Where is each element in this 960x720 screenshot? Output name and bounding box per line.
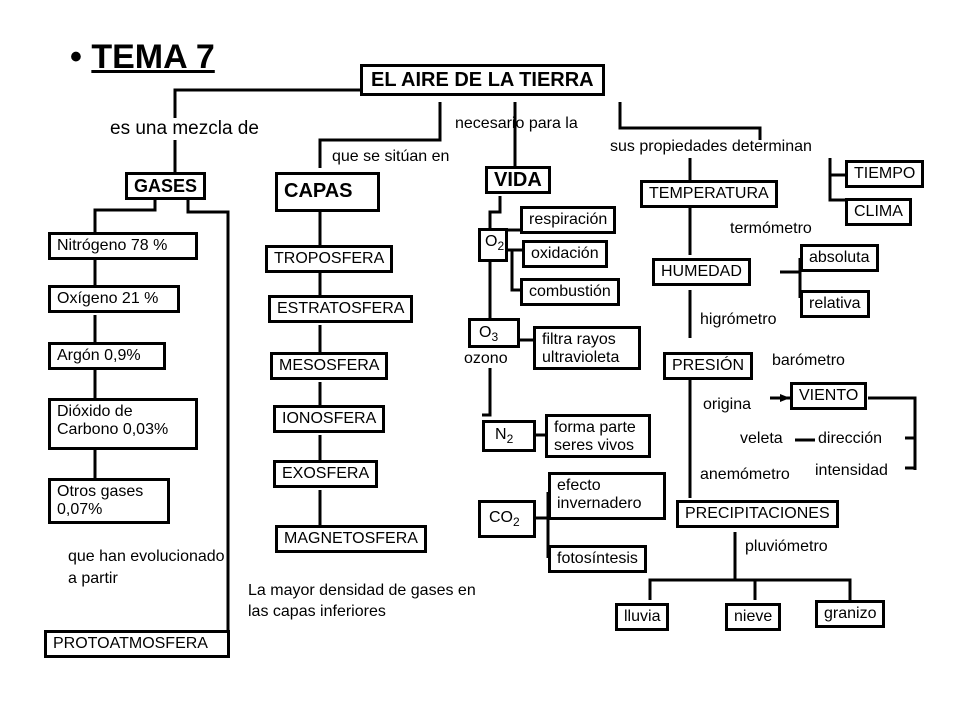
page-title: • TEMA 7 (70, 38, 215, 77)
humedad-relativa: relativa (800, 290, 870, 318)
capas-node: CAPAS (275, 172, 380, 212)
o3-node: O3 (468, 318, 520, 348)
temperatura-node: TEMPERATURA (640, 180, 778, 208)
n2-use-1: forma parte (554, 419, 636, 436)
link-propiedades: sus propiedades determinan (610, 138, 812, 155)
capa-mesosfera: MESOSFERA (270, 352, 389, 380)
co2-use-1a: efecto (557, 477, 601, 494)
origina-label: origina (703, 396, 752, 413)
gas-argon: Argón 0,9% (48, 342, 166, 370)
co2-use-1b: invernadero (557, 495, 642, 512)
o3-use-1: filtra rayos (542, 331, 616, 348)
n2-node: N2 (482, 420, 536, 452)
title-text: TEMA 7 (91, 38, 215, 76)
presion-node: PRESIÓN (663, 352, 754, 380)
pluviometro-label: pluviómetro (745, 538, 828, 555)
gas-otros: Otros gases 0,07% (48, 478, 170, 524)
protoatmosfera-node: PROTOATMOSFERA (44, 630, 230, 658)
n2-symbol: N (495, 426, 507, 443)
precipitaciones-node: PRECIPITACIONES (676, 500, 839, 528)
o3-symbol: O (479, 324, 492, 341)
gas-dioxido-carbono: Dióxido de Carbono 0,03% (48, 398, 198, 450)
co2-efecto-invernadero: efecto invernadero (548, 472, 666, 520)
otros-line-1: Otros gases (57, 483, 144, 500)
o2-sub: 2 (497, 239, 505, 254)
co2-line-2: Carbono 0,03% (57, 421, 169, 438)
humedad-absoluta: absoluta (800, 244, 879, 272)
otros-line-2: 0,07% (57, 501, 103, 518)
link-mezcla: es una mezcla de (110, 118, 259, 139)
tiempo-node: TIEMPO (845, 160, 925, 188)
barometro-label: barómetro (772, 352, 845, 369)
o2-oxidacion: oxidación (522, 240, 608, 268)
gases-node: GASES (125, 172, 207, 200)
n2-sub: 2 (506, 432, 514, 447)
arrow-head-viento (780, 394, 790, 402)
co2-fotosintesis: fotosíntesis (548, 545, 647, 573)
gas-nitrogeno: Nitrógeno 78 % (48, 232, 198, 260)
capa-estratosfera: ESTRATOSFERA (268, 295, 414, 323)
gas-oxigeno: Oxígeno 21 % (48, 285, 180, 313)
bullet: • (70, 38, 82, 76)
intensidad-label: intensidad (815, 462, 888, 479)
anemometro-label: anemómetro (700, 466, 790, 483)
o3-sub: 3 (491, 330, 499, 345)
o3-filtra: filtra rayos ultravioleta (533, 326, 641, 370)
o2-node: O2 (478, 228, 508, 262)
viento-node: VIENTO (790, 382, 868, 410)
o2-symbol: O (485, 233, 498, 250)
capa-magnetosfera: MAGNETOSFERA (275, 525, 427, 553)
o3-use-2: ultravioleta (542, 349, 620, 366)
termometro-label: termómetro (730, 220, 812, 237)
co2-symbol: CO (489, 509, 513, 526)
co2-line-1: Dióxido de (57, 403, 133, 420)
direccion-label: dirección (818, 430, 883, 447)
root-node: EL AIRE DE LA TIERRA (360, 64, 605, 96)
capa-exosfera: EXOSFERA (273, 460, 379, 488)
o3-name: ozono (464, 350, 508, 367)
co2-sub: 2 (513, 515, 520, 530)
link-evolucion-1: que han evolucionado (68, 548, 225, 565)
precip-nieve: nieve (725, 603, 782, 631)
precip-lluvia: lluvia (615, 603, 670, 631)
n2-use-2: seres vivos (554, 437, 635, 454)
link-vida: necesario para la (455, 115, 578, 132)
veleta-label: veleta (740, 430, 783, 447)
higrometro-label: higrómetro (700, 311, 777, 328)
precip-granizo: granizo (815, 600, 886, 628)
capa-ionosfera: IONOSFERA (273, 405, 386, 433)
humedad-node: HUMEDAD (652, 258, 751, 286)
n2-forma-parte: forma parte seres vivos (545, 414, 651, 458)
link-evolucion-2: a partir (68, 570, 118, 587)
clima-node: CLIMA (845, 198, 912, 226)
o2-respiracion: respiración (520, 206, 617, 234)
link-densidad-2: las capas inferiores (248, 603, 386, 620)
link-densidad-1: La mayor densidad de gases en (248, 582, 476, 599)
link-capas: que se sitúan en (332, 148, 450, 165)
o2-combustion: combustión (520, 278, 620, 306)
capa-troposfera: TROPOSFERA (265, 245, 394, 273)
vida-node: VIDA (485, 166, 551, 194)
co2-node: CO2 (478, 500, 536, 538)
